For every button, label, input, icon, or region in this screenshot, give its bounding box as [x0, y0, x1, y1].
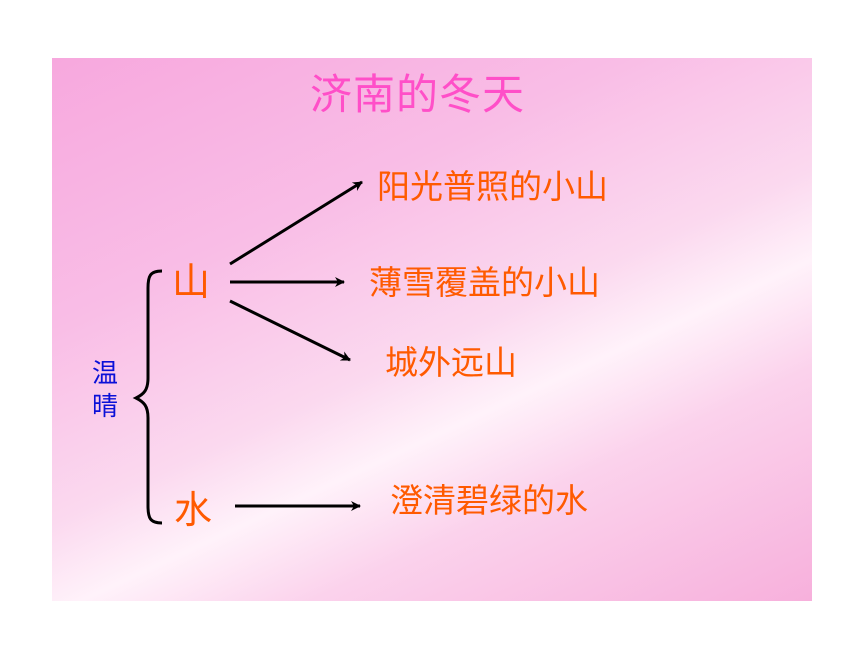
curly-brace	[132, 269, 163, 525]
arrow-to-distant-hill	[229, 299, 351, 362]
branch-sunny-hill: 阳光普照的小山	[377, 167, 608, 206]
branch-snowy-hill: 薄雪覆盖的小山	[369, 263, 600, 302]
branch-distant-hill: 城外远山	[385, 343, 517, 382]
branch-water: 澄清碧绿的水	[390, 481, 588, 520]
slide-title: 济南的冬天	[310, 70, 526, 119]
node-water: 水	[174, 488, 213, 532]
slide-background: 济南的冬天 温 晴 山 水 阳光普照的小山 薄雪覆盖的小山 城外远山 澄清碧绿的…	[52, 58, 812, 601]
diagram-lines	[132, 180, 363, 525]
side-label: 温 晴	[91, 359, 118, 422]
node-mountain: 山	[172, 260, 211, 304]
arrow-to-sunny-hill	[229, 180, 363, 266]
